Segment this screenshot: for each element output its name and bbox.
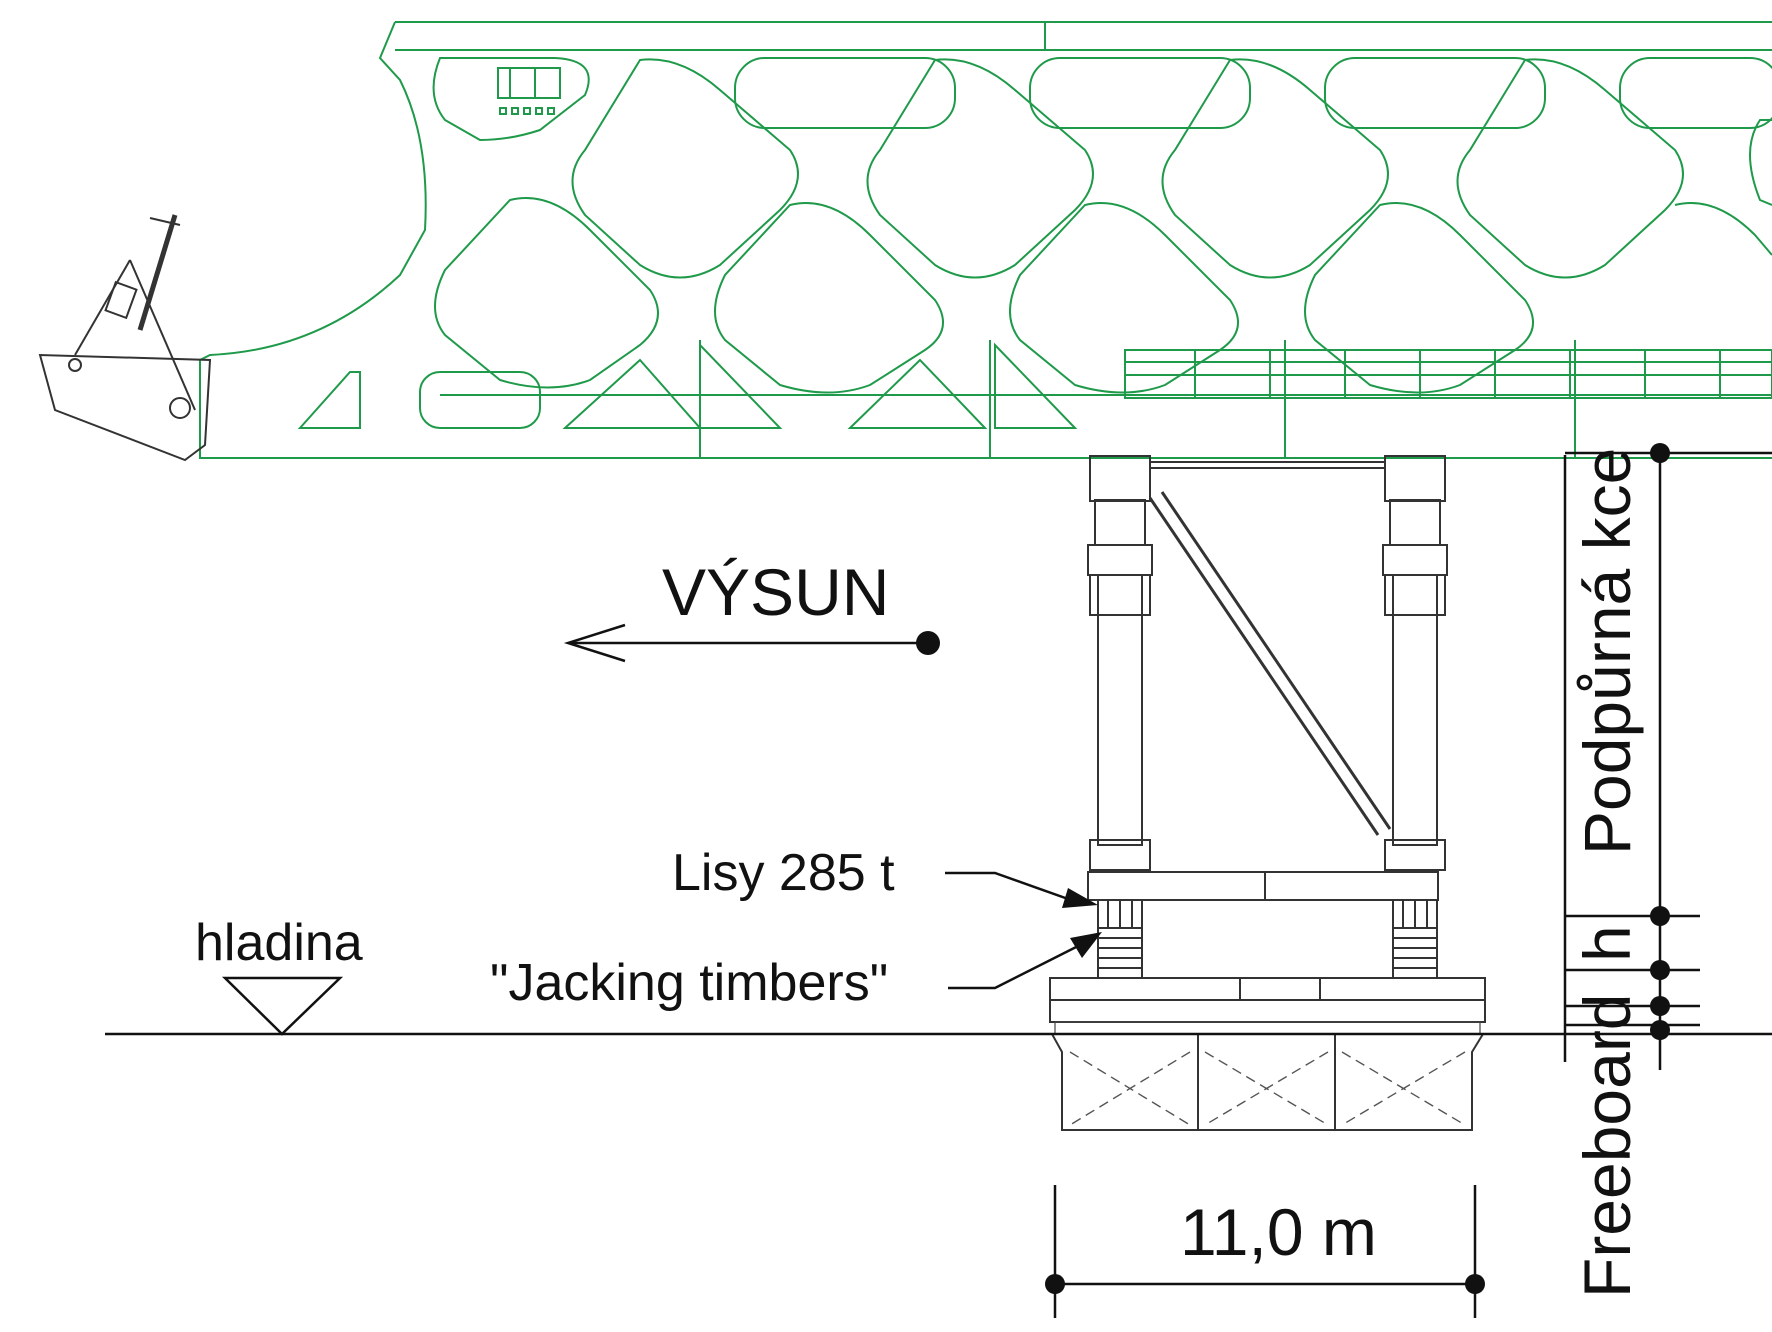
freeboard-label: Freeboard bbox=[1570, 993, 1644, 1298]
launching-nose-hinge bbox=[38, 214, 212, 462]
hydraulic-jacks bbox=[1097, 899, 1438, 929]
launch-direction-arrow bbox=[563, 623, 940, 663]
width-dimension-label: 11,0 m bbox=[1180, 1195, 1377, 1269]
jacking-timbers bbox=[1097, 927, 1438, 979]
support-structure-label: Podpůrná kce bbox=[1570, 448, 1644, 855]
walkway-railing bbox=[1124, 349, 1772, 399]
jacks-leader bbox=[945, 871, 1098, 908]
h-label: h bbox=[1570, 925, 1644, 962]
logo-icon bbox=[497, 67, 561, 115]
support-tower bbox=[1087, 455, 1448, 979]
truss-lower-panels bbox=[297, 340, 1772, 458]
jacking-timbers-label: "Jacking timbers" bbox=[490, 954, 888, 1012]
truss-diamond-panels bbox=[434, 58, 1772, 394]
left-column bbox=[1089, 574, 1151, 871]
water-level-label: hladina bbox=[195, 914, 363, 972]
crossbeam bbox=[1087, 871, 1439, 901]
jacks-label: Lisy 285 t bbox=[672, 844, 895, 902]
vertical-dimension-chain bbox=[1563, 443, 1772, 1070]
truss-upper-panels bbox=[432, 57, 1772, 142]
diagonal-brace bbox=[1148, 491, 1392, 836]
water-level-symbol bbox=[221, 976, 344, 1036]
launch-direction-label: VÝSUN bbox=[662, 555, 889, 629]
steel-truss-girder bbox=[199, 21, 1772, 459]
width-dimension bbox=[1045, 1185, 1485, 1318]
right-column bbox=[1384, 574, 1446, 871]
truss-outline bbox=[199, 21, 1772, 459]
barge-internal-bracing bbox=[1069, 1051, 1466, 1126]
jacking-timbers-leader bbox=[948, 932, 1102, 990]
barge bbox=[1049, 977, 1486, 1131]
